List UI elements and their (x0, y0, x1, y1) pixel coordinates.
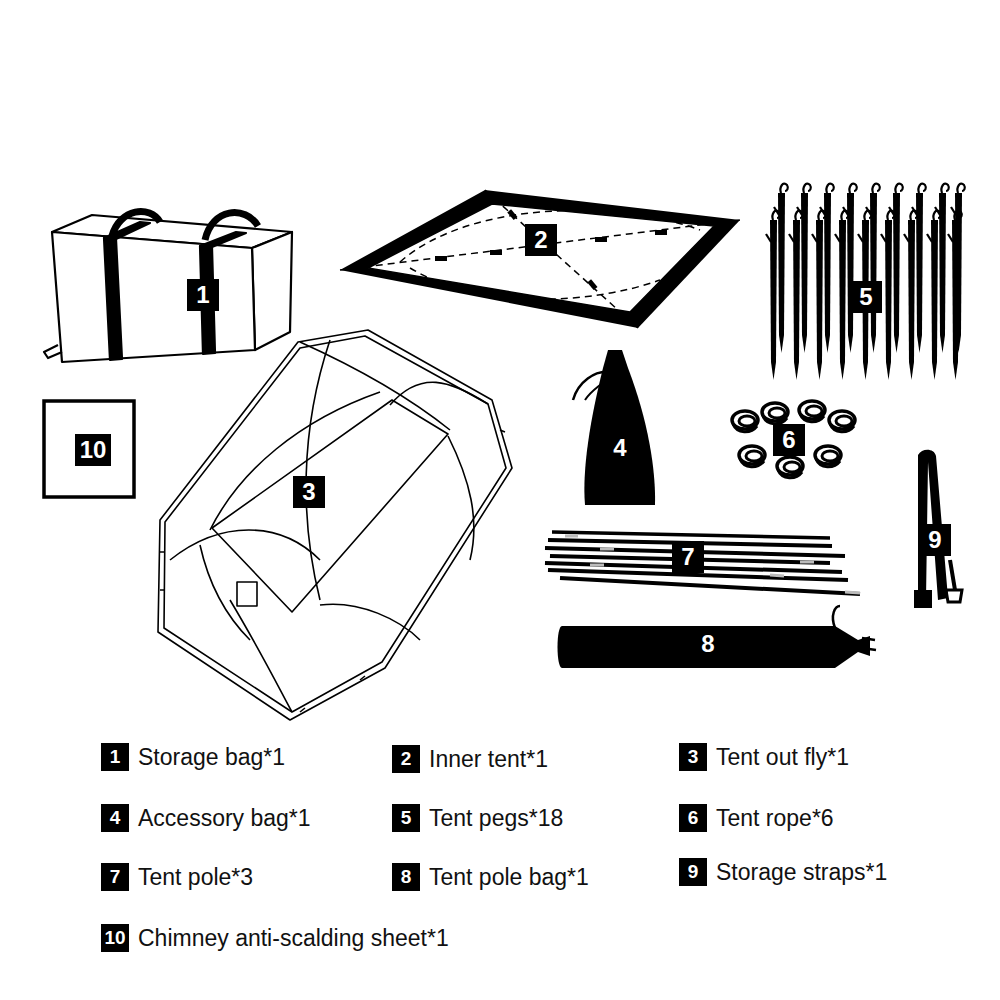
chimney-sheet-drawing (44, 401, 134, 497)
part-name: Accessory bag*1 (138, 805, 311, 832)
callout-number: 9 (679, 858, 707, 886)
callout-number: 5 (392, 804, 420, 832)
callout-number: 6 (679, 804, 707, 832)
part-name: Tent rope*6 (716, 805, 834, 832)
callout-box: 5 (850, 281, 882, 313)
parts-list-item: 4 Accessory bag*1 (101, 804, 311, 832)
part-name: Storage straps*1 (716, 859, 887, 886)
part-name: Tent out fly*1 (716, 744, 849, 771)
callout-number: 2 (392, 745, 420, 773)
parts-list-item: 8 Tent pole bag*1 (392, 863, 589, 891)
parts-list-item: 7 Tent pole*3 (101, 863, 253, 891)
parts-list-item: 9 Storage straps*1 (679, 858, 887, 886)
callout-box: 9 (919, 524, 951, 556)
parts-list-item: 6 Tent rope*6 (679, 804, 834, 832)
callout-number: 1 (187, 279, 219, 311)
callout-number: 5 (850, 281, 882, 313)
parts-list-item: 10 Chimney anti-scalding sheet*1 (101, 924, 449, 952)
tent-ropes-drawing (732, 401, 855, 478)
accessory-bag-drawing (573, 350, 655, 505)
callout-number: 3 (293, 476, 325, 508)
callout-number: 4 (604, 432, 636, 464)
callout-number: 8 (392, 863, 420, 891)
callout-box: 4 (604, 432, 636, 464)
callout-box: 2 (525, 224, 557, 256)
inner-tent-drawing (340, 190, 740, 328)
callout-number: 10 (75, 434, 112, 466)
pole-bag-drawing (558, 606, 877, 668)
callout-box: 7 (672, 541, 704, 573)
callout-number: 2 (525, 224, 557, 256)
callout-number: 3 (679, 743, 707, 771)
parts-list-item: 5 Tent pegs*18 (392, 804, 563, 832)
callout-number: 10 (101, 924, 129, 952)
tent-pegs-drawing (766, 184, 965, 380)
callout-number: 7 (101, 863, 129, 891)
callout-box: 3 (293, 476, 325, 508)
callout-number: 9 (919, 524, 951, 556)
callout-box: 6 (773, 424, 805, 456)
callout-number: 6 (773, 424, 805, 456)
callout-box: 8 (692, 628, 724, 660)
parts-list-item: 3 Tent out fly*1 (679, 743, 849, 771)
callout-number: 7 (672, 541, 704, 573)
parts-list-item: 1 Storage bag*1 (101, 743, 285, 771)
callout-number: 1 (101, 743, 129, 771)
storage-straps-drawing (914, 450, 962, 608)
part-name: Chimney anti-scalding sheet*1 (138, 925, 449, 952)
tent-poles-drawing (545, 532, 860, 594)
callout-number: 4 (101, 804, 129, 832)
callout-box: 1 (187, 279, 219, 311)
part-name: Storage bag*1 (138, 744, 285, 771)
storage-bag-drawing (44, 212, 292, 362)
tent-fly-drawing (158, 330, 512, 720)
part-name: Inner tent*1 (429, 746, 548, 773)
part-name: Tent pegs*18 (429, 805, 563, 832)
parts-list-item: 2 Inner tent*1 (392, 745, 548, 773)
part-name: Tent pole bag*1 (429, 864, 589, 891)
callout-box: 10 (75, 434, 112, 466)
callout-number: 8 (692, 628, 724, 660)
part-name: Tent pole*3 (138, 864, 253, 891)
